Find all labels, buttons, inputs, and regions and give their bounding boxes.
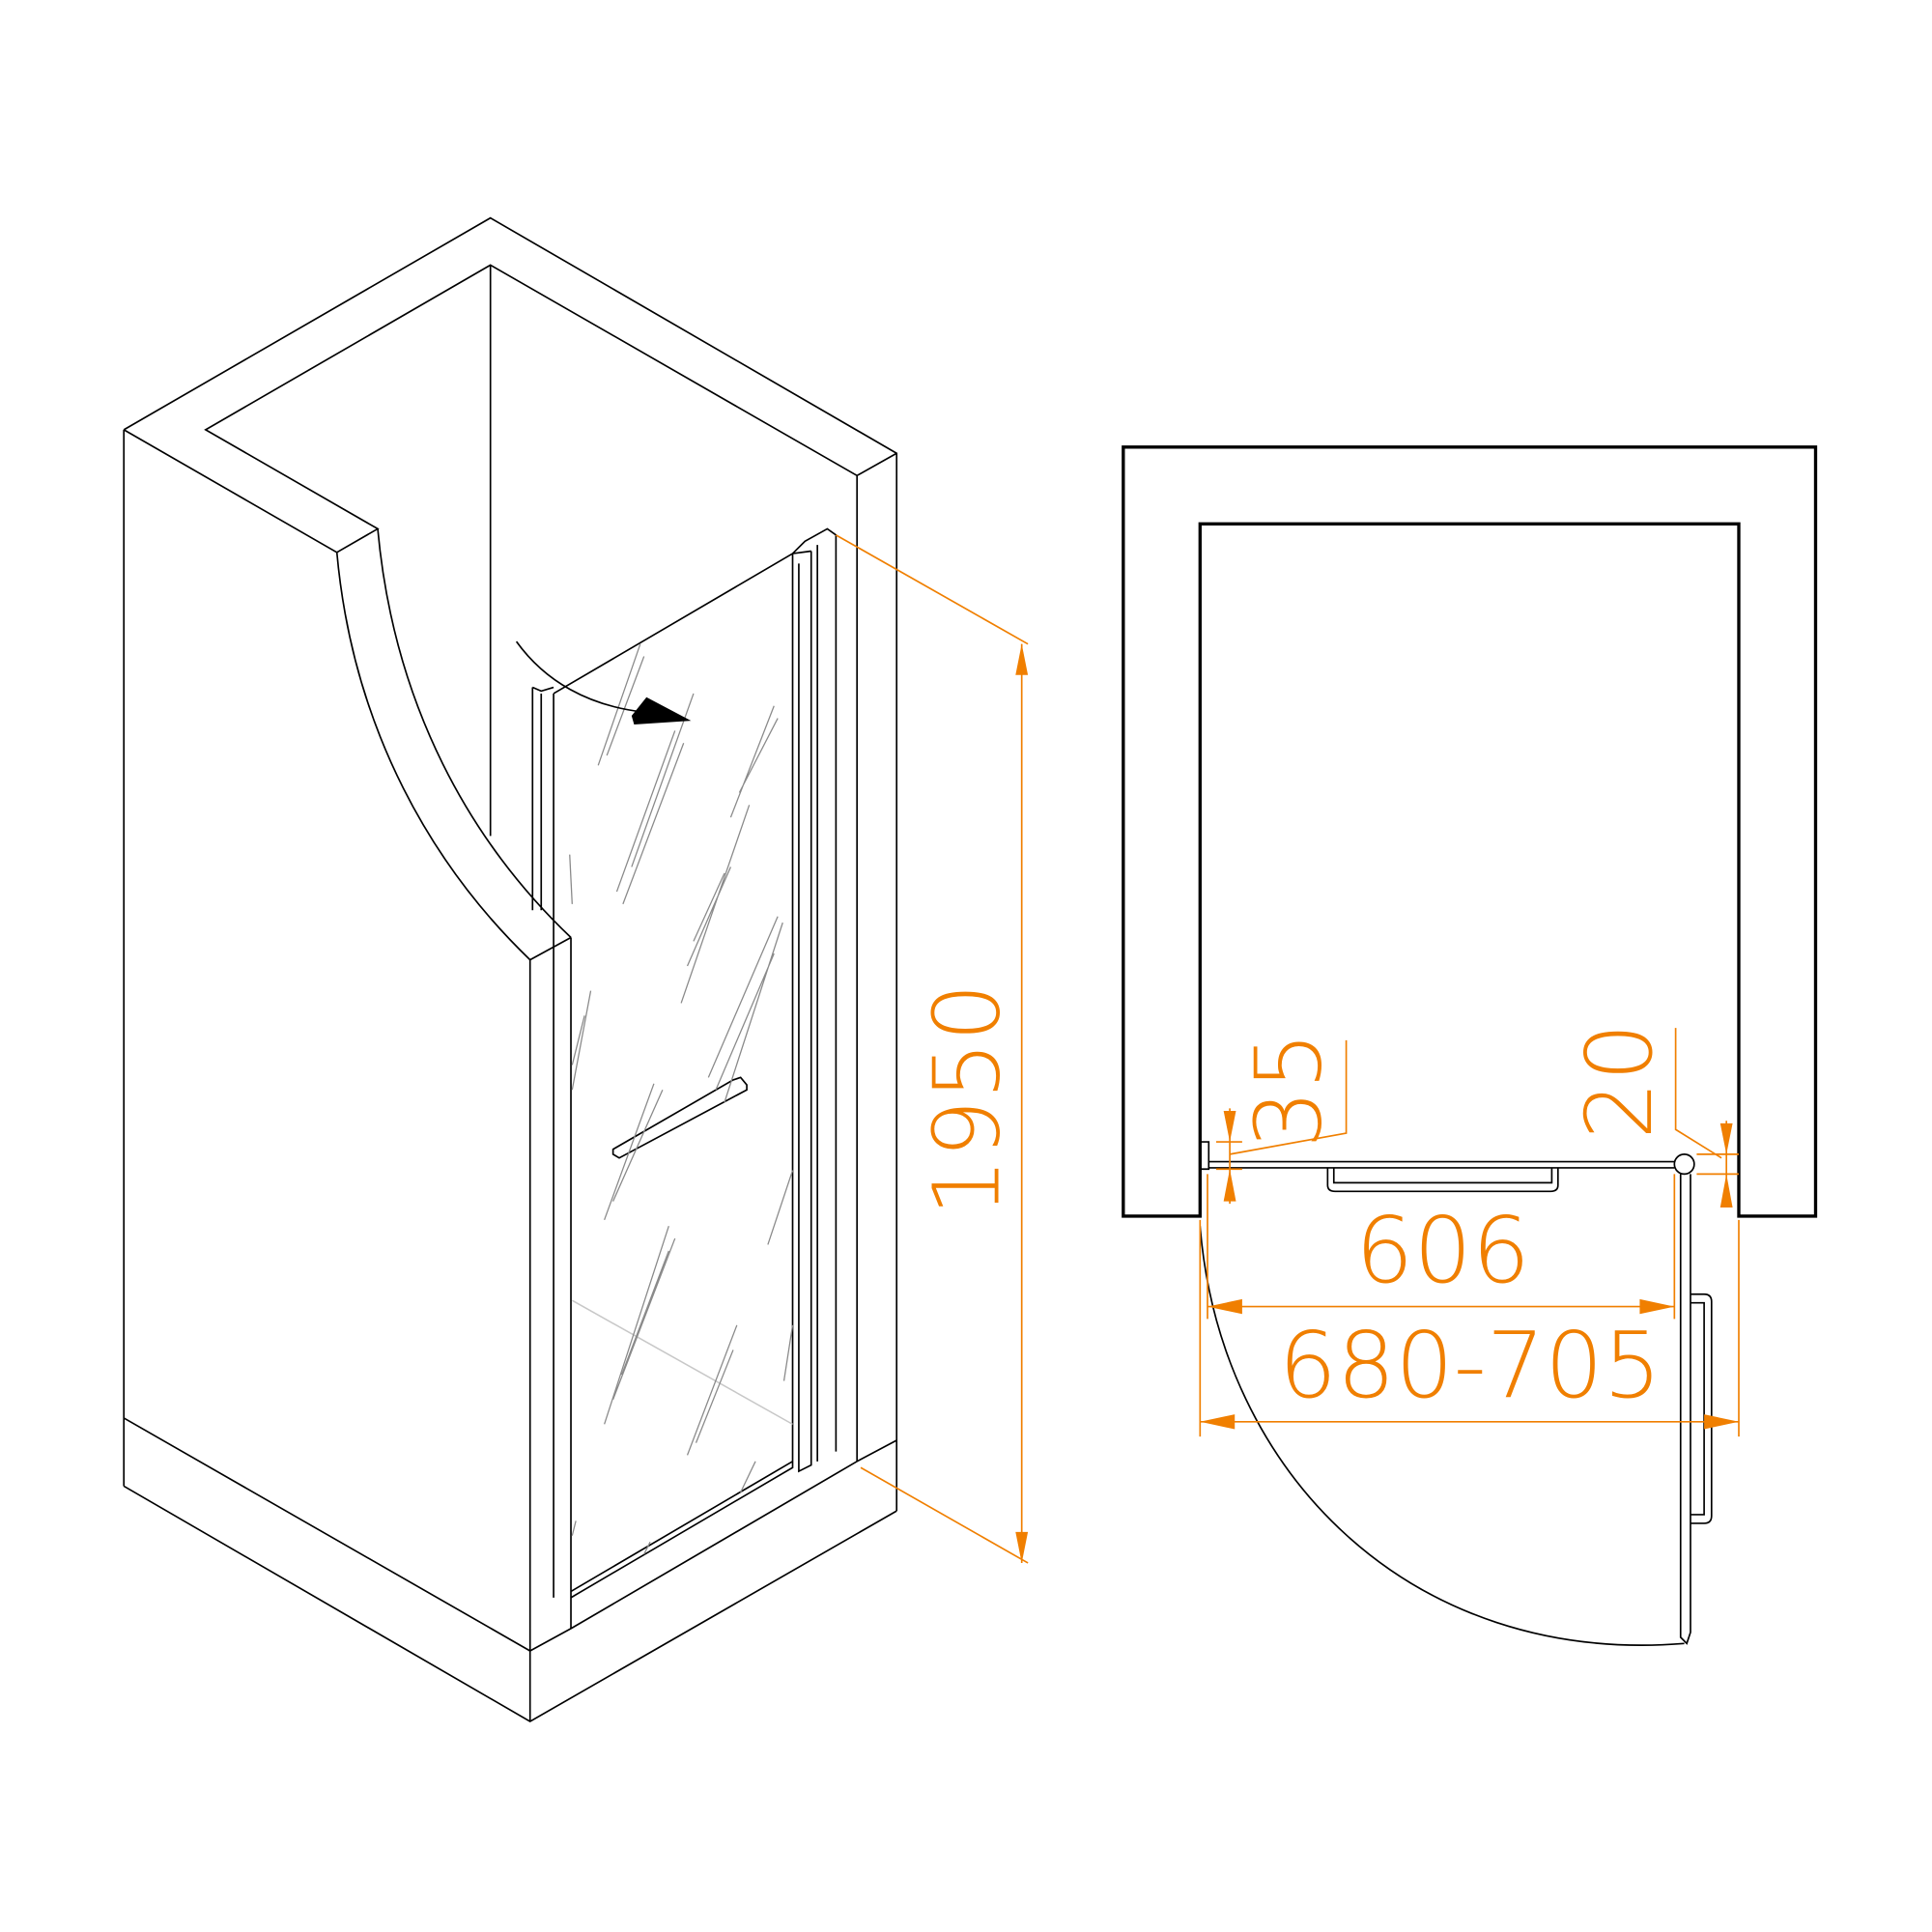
hinge-arrow-bottom: [1719, 1174, 1733, 1208]
cutaway-curve: [335, 528, 572, 961]
plan-walls: [1122, 445, 1818, 1218]
plan-view: 606 680-705 35 20: [1122, 445, 1818, 1646]
profile-dimension-line: [1215, 1039, 1348, 1205]
door-width-arrow-right: [1639, 1298, 1675, 1315]
door-width-dimension-line: [1207, 1174, 1676, 1320]
opening-arrow-right: [1704, 1414, 1739, 1430]
swing-arrow-path: [515, 640, 644, 714]
floor-reflection: [571, 1299, 793, 1426]
hinge-dimension-line: [1674, 1028, 1740, 1208]
wall-profile: [531, 686, 554, 911]
plan-handle: [1326, 1167, 1559, 1193]
base-tray: [123, 1417, 897, 1723]
plan-open-handle: [1690, 1293, 1713, 1524]
height-arrow-bottom: [1015, 1531, 1029, 1563]
plan-wall-profile: [1200, 1141, 1210, 1171]
profile-arrow-top: [1223, 1111, 1236, 1143]
front-pillar: [528, 937, 572, 1722]
height-dimension-line: [835, 534, 1029, 1564]
profile-arrow-bottom: [1223, 1169, 1236, 1202]
hinge-offset-label: 20: [1567, 1023, 1673, 1140]
isometric-view: 1950: [123, 216, 1029, 1723]
opening-arrow-left: [1200, 1414, 1236, 1430]
height-arrow-top: [1015, 643, 1029, 675]
door-width-label: 606: [1355, 1198, 1530, 1304]
door-handle: [611, 1076, 748, 1159]
hinge-profile: [791, 527, 838, 1473]
opening-label: 680-705: [1279, 1313, 1662, 1419]
glass-door: [553, 552, 794, 1599]
plan-hinge-icon: [1673, 1153, 1695, 1176]
outer-wall: [123, 216, 898, 1512]
plan-door-closed: [1208, 1160, 1675, 1169]
opening-dimension-line: [1199, 1219, 1740, 1437]
swing-arrow-icon: [631, 696, 692, 724]
profile-label: 35: [1236, 1032, 1343, 1149]
glass-hatching: [569, 643, 794, 1555]
hinge-arrow-top: [1719, 1122, 1733, 1154]
height-label: 1950: [914, 983, 1020, 1216]
plan-door-open: [1679, 1174, 1691, 1645]
door-width-arrow-left: [1208, 1298, 1242, 1315]
door-swing-arc: [1199, 1226, 1685, 1646]
